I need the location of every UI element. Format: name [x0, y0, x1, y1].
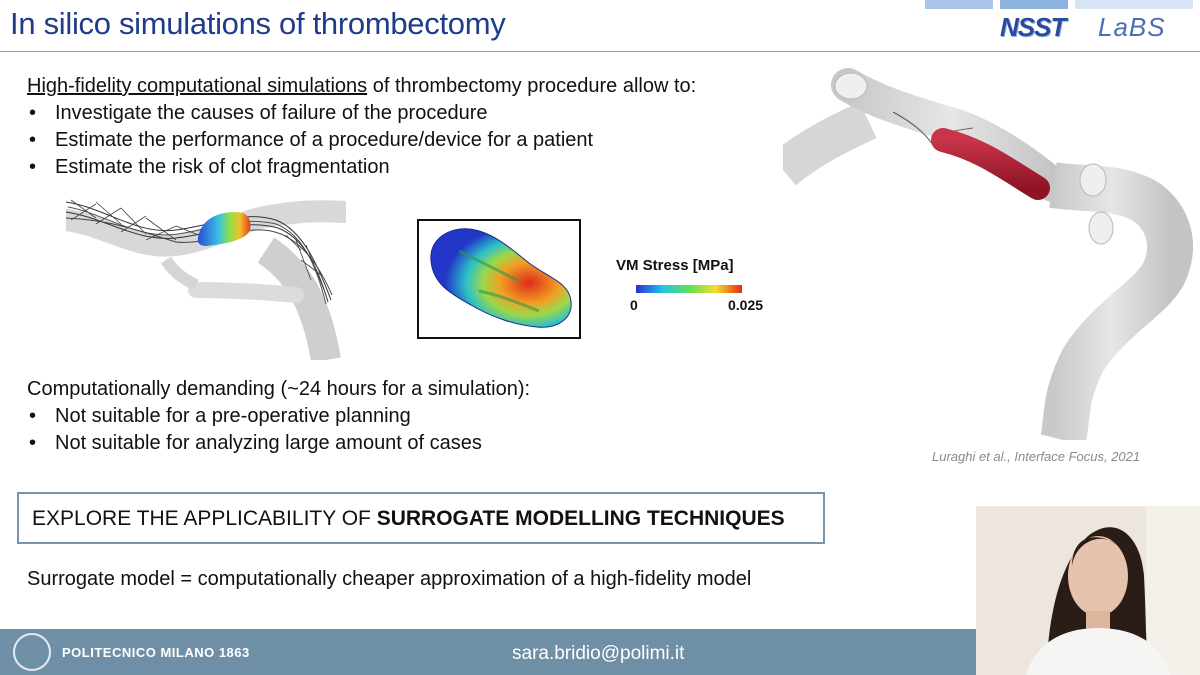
- list-item: Estimate the performance of a procedure/…: [27, 127, 827, 154]
- intro-lead: High-fidelity computational simulations …: [27, 73, 827, 100]
- presenter-webcam: [976, 506, 1200, 675]
- intro-lead-rest: of thrombectomy procedure allow to:: [367, 75, 697, 97]
- presenter-email: sara.bridio@polimi.it: [512, 643, 685, 664]
- cerebral-vessel-illustration: [783, 68, 1193, 440]
- colorbar-title: VM Stress [MPa]: [616, 257, 734, 274]
- intro-lead-emphasis: High-fidelity computational simulations: [27, 75, 368, 97]
- footer-bar: [0, 629, 976, 675]
- presenter-video-frame: [976, 506, 1200, 675]
- callout-box: EXPLORE THE APPLICABILITY OF SURROGATE M…: [17, 492, 825, 544]
- slide-title: In silico simulations of thrombectomy: [10, 6, 506, 41]
- institution-name: POLITECNICO MILANO 1863: [62, 645, 250, 660]
- list-item: Investigate the causes of failure of the…: [27, 100, 827, 127]
- demanding-block: Computationally demanding (~24 hours for…: [27, 376, 827, 457]
- demanding-bullet-list: Not suitable for a pre-operative plannin…: [27, 403, 827, 457]
- header-accent-bar: [925, 0, 993, 9]
- polimi-seal-icon: [13, 633, 51, 671]
- callout-text: EXPLORE THE APPLICABILITY OF SURROGATE M…: [32, 507, 785, 531]
- colorbar: [636, 285, 742, 293]
- header-accent-bar: [1000, 0, 1068, 9]
- header-accent-bar: [1075, 0, 1193, 9]
- nsst-logo: NSST: [1000, 12, 1066, 42]
- intro-block: High-fidelity computational simulations …: [27, 73, 827, 181]
- labs-logo: LaBS: [1098, 12, 1166, 42]
- callout-prefix: EXPLORE THE APPLICABILITY OF: [32, 507, 377, 530]
- list-item: Not suitable for a pre-operative plannin…: [27, 403, 827, 430]
- list-item: Estimate the risk of clot fragmentation: [27, 154, 827, 181]
- list-item: Not suitable for analyzing large amount …: [27, 430, 827, 457]
- title-divider: [0, 51, 1200, 52]
- colorbar-max-label: 0.025: [728, 297, 764, 313]
- colorbar-min-label: 0: [630, 297, 638, 313]
- demanding-heading: Computationally demanding (~24 hours for…: [27, 378, 531, 400]
- clot-stress-map-frame: [417, 219, 581, 339]
- callout-emphasis: SURROGATE MODELLING TECHNIQUES: [376, 507, 785, 530]
- intro-bullet-list: Investigate the causes of failure of the…: [27, 100, 827, 181]
- surrogate-definition: Surrogate model = computationally cheape…: [27, 568, 752, 590]
- clot-stress-map: [430, 228, 572, 328]
- figure-citation: Luraghi et al., Interface Focus, 2021: [932, 449, 1141, 464]
- stent-vessel-illustration: [66, 199, 346, 360]
